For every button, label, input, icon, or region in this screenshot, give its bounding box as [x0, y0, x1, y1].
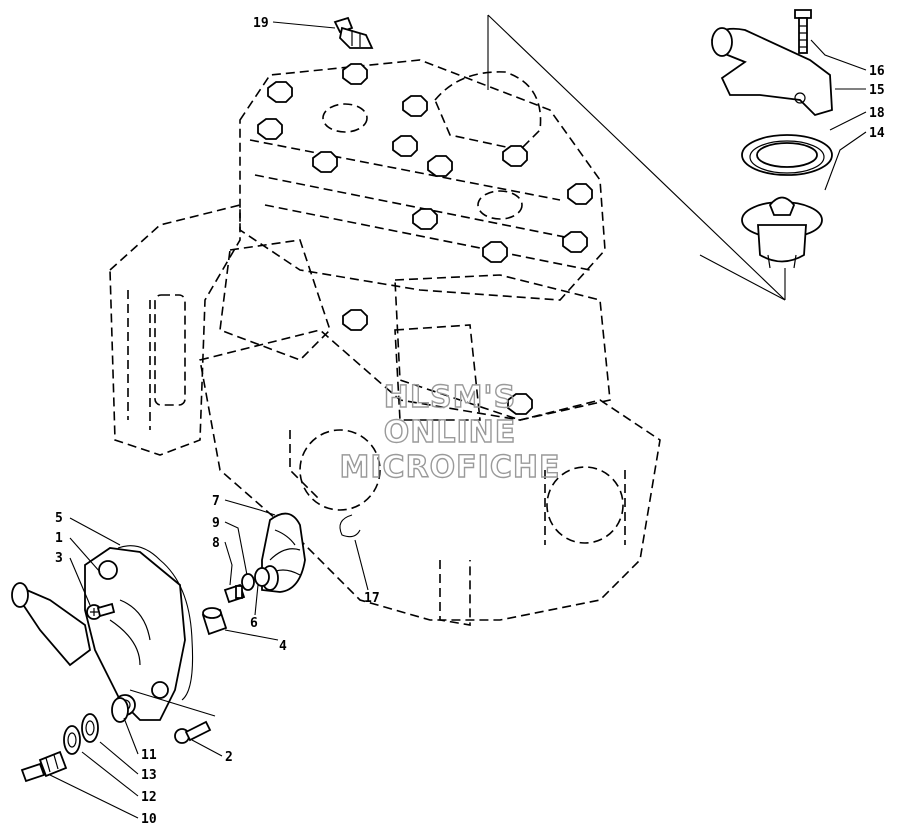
callout-12: 12: [141, 790, 157, 805]
impeller-7: [261, 512, 306, 593]
callout-2: 2: [225, 750, 233, 765]
callout-8: 8: [212, 536, 220, 551]
bushing-4: [201, 607, 228, 636]
thermostat-housing-15: [710, 27, 833, 117]
engine-block-outline: [109, 59, 661, 626]
bolt-8: [223, 583, 246, 604]
callout-1: 1: [55, 531, 63, 546]
callout-labels: 19 16 15 18 14 7 9 8 6 4 17 5 1 3 2 11 1…: [55, 16, 885, 827]
sensor-10: [20, 750, 68, 783]
thermostat-group-frame: [487, 14, 786, 301]
fitting-19: [333, 16, 374, 49]
callout-3: 3: [55, 551, 63, 566]
callout-4: 4: [279, 639, 287, 654]
bolt-16: [794, 9, 812, 54]
watermark-line-1: HLSM'S: [384, 380, 516, 415]
leader-lines: [49, 21, 867, 819]
callout-5: 5: [55, 511, 63, 526]
watermark-line-2: ONLINE: [384, 415, 517, 450]
callout-11: 11: [141, 748, 157, 763]
callout-9: 9: [212, 516, 220, 531]
callout-10: 10: [141, 812, 157, 827]
thermostat-14: [741, 196, 823, 269]
screw-3: [86, 602, 116, 620]
head-nuts: [257, 63, 593, 415]
callout-19: 19: [253, 16, 269, 31]
pump-housing-1: [11, 547, 186, 721]
washer-9: [241, 573, 255, 591]
callout-17: 17: [364, 591, 380, 606]
callout-13: 13: [141, 768, 157, 783]
callout-14: 14: [869, 126, 885, 141]
washers-11-13-12: [63, 697, 129, 755]
watermark: HLSM'S ONLINE MICROFICHE: [339, 379, 561, 485]
callout-18: 18: [869, 106, 885, 121]
circlip-17: [339, 514, 361, 538]
callout-6: 6: [250, 616, 258, 631]
gasket-5: [117, 545, 194, 701]
seal-ring-18: [741, 134, 833, 176]
callout-16: 16: [869, 64, 885, 79]
washer-6: [254, 567, 270, 587]
callout-15: 15: [869, 83, 885, 98]
screw-2: [174, 720, 212, 744]
callout-7: 7: [212, 494, 220, 509]
watermark-line-3: MICROFICHE: [340, 450, 561, 485]
